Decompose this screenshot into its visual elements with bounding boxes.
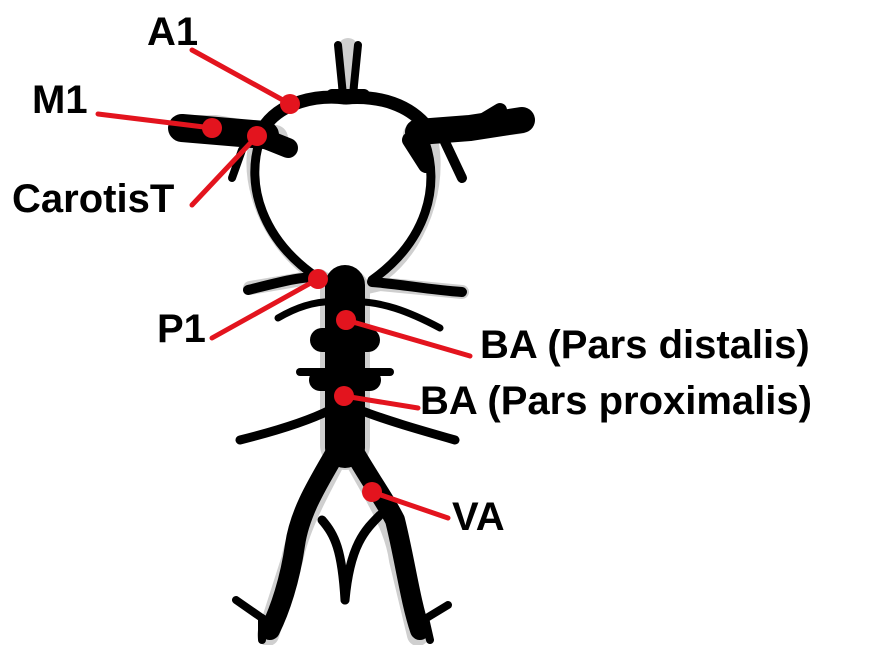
vessel-va-inner-left bbox=[322, 520, 345, 600]
label-carotis-t: CarotisT bbox=[12, 177, 174, 221]
labels: A1 M1 CarotisT P1 BA (Pars distalis) BA … bbox=[12, 10, 812, 539]
label-p1: P1 bbox=[157, 307, 206, 351]
pointer-line-a1 bbox=[192, 50, 290, 104]
marker-dot-p1 bbox=[308, 269, 328, 289]
marker-dot-ba-distalis bbox=[336, 310, 356, 330]
marker-dot-m1 bbox=[202, 118, 222, 138]
vessel-carotid-left-stub bbox=[268, 140, 288, 148]
vessel-right-branch-down bbox=[445, 142, 462, 178]
marker-dot-a1 bbox=[280, 94, 300, 114]
label-va: VA bbox=[452, 495, 505, 539]
vessel-bottom-right-stub bbox=[425, 618, 430, 640]
vessel-tree bbox=[182, 45, 522, 640]
marker-dot-carotis-t bbox=[247, 126, 267, 146]
label-ba-distalis: BA (Pars distalis) bbox=[480, 323, 810, 367]
marker-dot-va bbox=[362, 482, 382, 502]
vessel-aica-left bbox=[240, 410, 330, 440]
marker-dot-ba-proximalis bbox=[334, 386, 354, 406]
vessel-va-inner-right bbox=[345, 515, 380, 600]
label-ba-proximalis: BA (Pars proximalis) bbox=[420, 379, 812, 423]
label-m1: M1 bbox=[32, 78, 88, 122]
vessel-pcom-left bbox=[255, 140, 318, 278]
label-a1: A1 bbox=[147, 10, 198, 54]
